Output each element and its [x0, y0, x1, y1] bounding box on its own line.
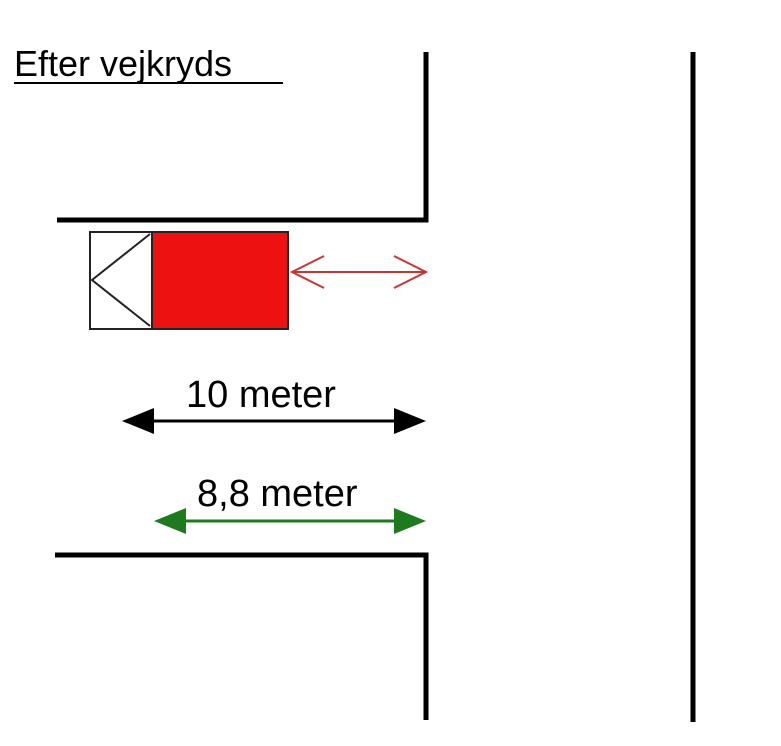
measurement-arrow-8-8m [154, 508, 426, 534]
vehicle-rear-marker [90, 233, 151, 327]
road-edge-upper [57, 52, 429, 223]
vehicle-overhang-arrow [289, 255, 429, 289]
measurement-label-8-8m: 8,8 meter [197, 473, 358, 515]
vehicle [89, 231, 289, 330]
measurement-arrow-10m [122, 408, 426, 434]
vehicle-body [151, 231, 289, 330]
vehicle-rear [89, 231, 153, 330]
measurement-label-10m: 10 meter [186, 374, 336, 416]
diagram-title: Efter vejkryds [14, 43, 232, 84]
road-edge-lower [55, 552, 429, 720]
